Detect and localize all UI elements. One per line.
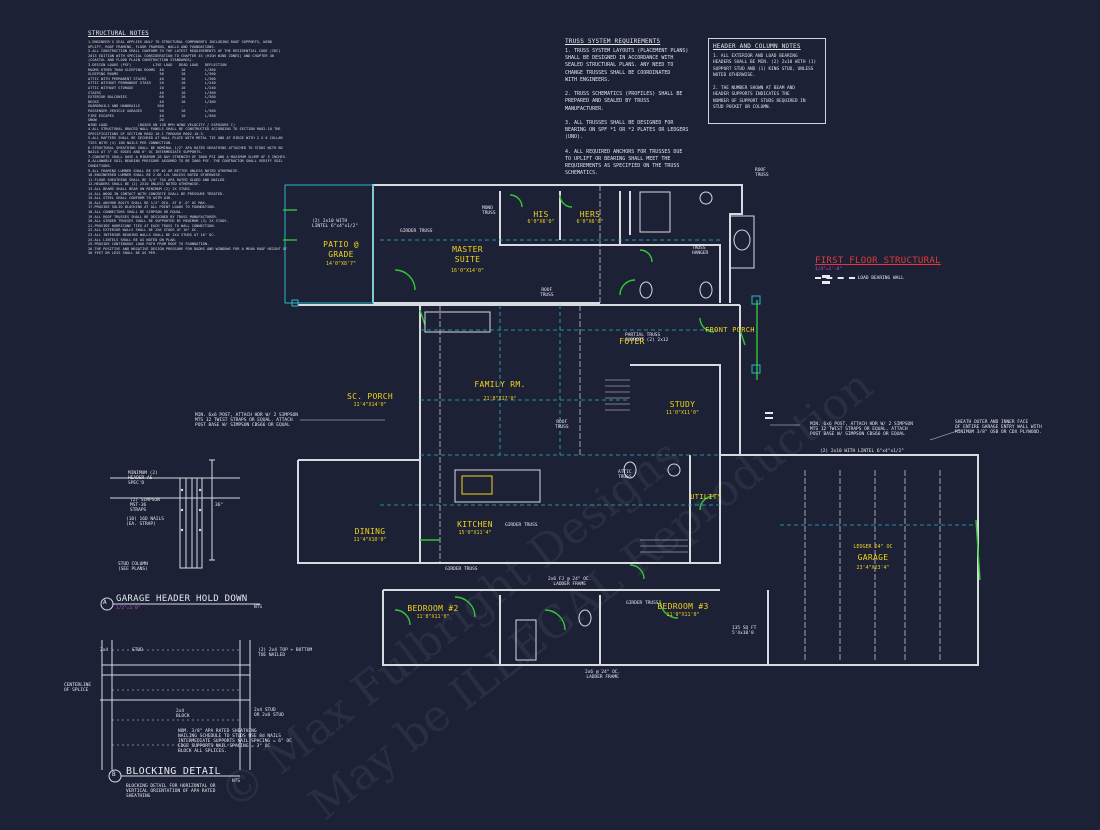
room-master-suite: MASTER SUITE bbox=[452, 245, 483, 264]
truss-notes-title: TRUSS SYSTEM REQUIREMENTS bbox=[565, 38, 661, 45]
header-notes-box: HEADER AND COLUMN NOTES 1. ALL EXTERIOR … bbox=[708, 38, 826, 124]
note-girder-truss-2: GIRDER TRUSS bbox=[505, 523, 538, 528]
note-roof-truss-fam: ROOF TRUSS bbox=[555, 420, 569, 430]
blocking-block: 2x4 BLOCK bbox=[176, 709, 190, 719]
garage-note-1: MINIMUM (2) HEADER AS SPEC'D bbox=[128, 471, 158, 486]
blocking-stud: STUD bbox=[132, 648, 143, 653]
note-roof-truss-mid: ROOF TRUSS bbox=[540, 288, 554, 298]
plan-title: FIRST FLOOR STRUCTURAL bbox=[815, 256, 941, 266]
room-hers: HERS bbox=[579, 210, 601, 219]
room-study-dim: 11'0"X11'0" bbox=[665, 410, 700, 416]
room-sc-porch: SC. PORCH bbox=[346, 392, 394, 401]
load-bearing-legend: LOAD BEARING WALL bbox=[815, 276, 904, 281]
wall-kitchen-south bbox=[420, 455, 721, 564]
note-attic-truss: ATTIC TRUSS bbox=[618, 470, 632, 480]
room-front-porch: FRONT PORCH bbox=[705, 326, 755, 334]
note-mono-truss: MONO TRUSS bbox=[482, 206, 496, 216]
note-sq-ft: 135 SQ FT 5'4x10'0 bbox=[732, 626, 757, 636]
blocking-detail-title: BLOCKING DETAIL bbox=[126, 766, 221, 777]
wall-bath-rt bbox=[620, 244, 721, 303]
blocking-detail-number: B bbox=[112, 771, 116, 778]
room-foyer: FOYER bbox=[619, 337, 645, 346]
room-family-dim: 21'8"X17'0" bbox=[483, 396, 517, 402]
room-garage: GARAGE bbox=[857, 553, 889, 562]
wall-south-bed bbox=[382, 590, 769, 666]
plan-scale: 1/4"=1'-0" bbox=[815, 267, 843, 272]
garage-note-3: (10) 16D NAILS (EA. STRAP) bbox=[126, 517, 164, 527]
note-sheath: SHEATH OUTER AND INNER FACE OF ENTIRE GA… bbox=[955, 420, 1042, 435]
room-bedroom2: BEDROOM #2 bbox=[407, 604, 459, 613]
room-dining-dim: 11'4"X10'0" bbox=[353, 537, 387, 543]
room-bedroom2-dim: 11'8"X11'0" bbox=[416, 614, 450, 620]
note-truss-hanger: TRUSS HANGER bbox=[692, 246, 709, 256]
wall-study bbox=[630, 364, 721, 455]
garage-note-2: (2) SIMPSON MST-36 STRAPS bbox=[130, 498, 160, 513]
room-utility: UTILITY bbox=[690, 493, 722, 501]
wall-master-bath bbox=[499, 191, 621, 246]
room-sc-porch-dim: 11'4"X14'0" bbox=[353, 402, 387, 408]
note-girder-truss-1: GIRDER TRUSS bbox=[400, 229, 433, 234]
room-master-dim: 16'0"X14'0" bbox=[450, 268, 485, 274]
room-garage-dim: 23'4"X23'4" bbox=[856, 565, 890, 571]
room-family: FAMILY RM. bbox=[474, 380, 526, 389]
blocking-centerline: CENTERLINE OF SPLICE bbox=[64, 683, 92, 693]
garage-detail-nts: NTS bbox=[254, 605, 263, 610]
room-bedroom3-dim: 11'0"X11'0" bbox=[666, 612, 700, 618]
structural-notes-body: 1.ENGINEER'S SEAL APPLIES ONLY TO STRUCT… bbox=[88, 40, 288, 256]
blocking-note-1: (2) 2x4 TOP + BOTTOM TOE NAILED bbox=[258, 648, 313, 658]
structural-notes-title: STRUCTURAL NOTES bbox=[88, 30, 149, 37]
note-partial-truss: PARTIAL TRUSS SUPPORT (2) 2x12 bbox=[625, 333, 669, 343]
header-notes-title: HEADER AND COLUMN NOTES bbox=[713, 43, 801, 50]
note-roof-truss-top: ROOF TRUSS bbox=[755, 168, 769, 178]
garage-ledger-note: LEDGER 24" OC bbox=[853, 544, 893, 550]
garage-note-4: STUD COLUMN (SEE PLANS) bbox=[118, 562, 148, 572]
room-kitchen-dim: 15'0"X11'4" bbox=[458, 530, 492, 536]
room-his: HIS bbox=[533, 210, 549, 219]
room-study: STUDY bbox=[669, 400, 696, 409]
legend-label: LOAD BEARING WALL bbox=[857, 276, 904, 281]
wall-dining bbox=[297, 460, 420, 564]
garage-detail-scale: 1/2"=1'0" bbox=[116, 606, 141, 611]
note-girder-truss-3: GIRDER TRUSS bbox=[445, 567, 478, 572]
blocking-subtitle: BLOCKING DETAIL FOR HORIZONTAL OR VERTIC… bbox=[126, 784, 216, 799]
room-his-dim: 6'0"X6'0" bbox=[527, 219, 555, 225]
room-patio-dim: 14'0"X8'7" bbox=[325, 261, 357, 267]
garage-detail-number: A bbox=[103, 599, 107, 606]
patio-outline bbox=[284, 184, 374, 304]
garage-detail-title: GARAGE HEADER HOLD DOWN bbox=[116, 594, 248, 604]
blocking-note-3: NOM. 3/8" APA RATED SHEATHING NAILING SC… bbox=[178, 729, 292, 754]
truss-notes-body: 1. TRUSS SYSTEM LAYOUTS (PLACEMENT PLANS… bbox=[565, 48, 689, 177]
header-notes-body: 1. ALL EXTERIOR AND LOAD BEARING HEADERS… bbox=[713, 54, 817, 111]
room-bedroom3: BEDROOM #3 bbox=[657, 602, 709, 611]
room-kitchen: KITCHEN bbox=[457, 520, 493, 529]
room-dining: DINING bbox=[354, 527, 386, 536]
garage-dim: 36" bbox=[215, 503, 224, 508]
note-girder-truss-4: GIRDER TRUSS bbox=[626, 601, 659, 606]
blocking-detail-nts: NTS bbox=[232, 779, 241, 784]
note-garage-lintel: (2) 2x10 WITH LINTEL 6"x4"x1/2" bbox=[820, 449, 904, 454]
note-ladder-1: 2x6 FJ @ 24" OC. LADDER FRAME bbox=[548, 577, 592, 587]
note-lintel-patio: (2) 2x10 WITH LINTEL 6"x4"x1/2" bbox=[312, 219, 359, 229]
note-ladder-2: 2x6 @ 24" OC. LADDER FRAME bbox=[585, 670, 621, 680]
note-post-right: MIN. 6x6 POST, ATTACH HDR W/ 2 SIMPSON M… bbox=[810, 422, 913, 437]
note-post-left: MIN. 6x6 POST, ATTACH HDR W/ 2 SIMPSON M… bbox=[195, 413, 298, 428]
room-patio: PATIO @ GRADE bbox=[323, 240, 359, 259]
blocking-note-2: 2x4 STUD OR 2x6 STUD bbox=[254, 708, 284, 718]
kitchen-island bbox=[454, 469, 541, 503]
blocking-stud2: 2x4 bbox=[100, 648, 109, 653]
room-hers-dim: 6'0"X6'0" bbox=[576, 219, 604, 225]
